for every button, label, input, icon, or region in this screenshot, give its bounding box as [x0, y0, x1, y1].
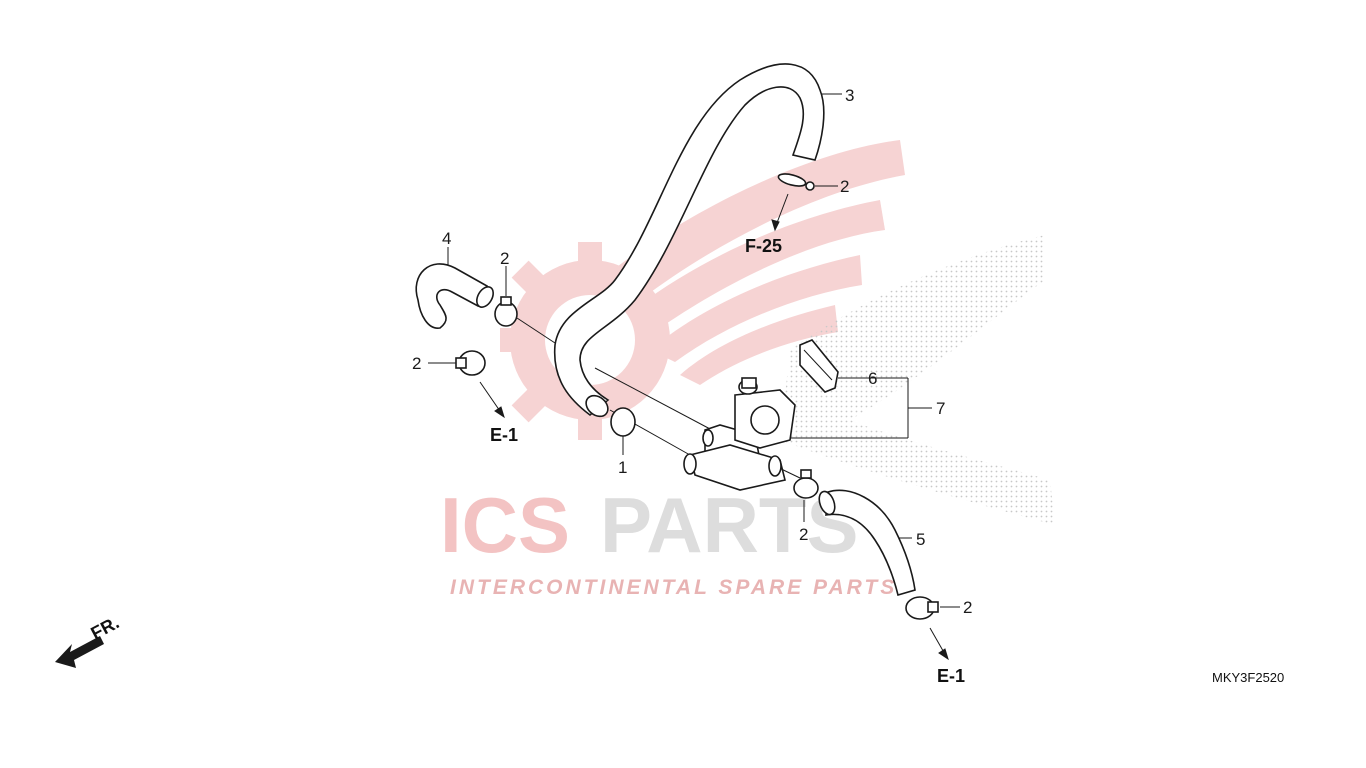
reference-e1-left: E-1 — [490, 425, 518, 445]
part-7-air-injection-valve — [683, 377, 796, 491]
watermark: ICS PARTS INTERCONTINENTAL SPARE PARTS — [440, 140, 1055, 599]
diagram-code: MKY3F2520 — [1212, 670, 1284, 685]
callout-2: 2 — [412, 354, 421, 373]
callout-2: 2 — [840, 177, 849, 196]
clamp-1 — [610, 407, 636, 437]
front-label: FR. — [87, 612, 122, 643]
watermark-brand-part1: ICS — [440, 481, 570, 569]
wing-logo-icon — [600, 140, 905, 385]
reference-arrows — [479, 193, 949, 661]
callout-3: 3 — [845, 86, 854, 105]
callout-4: 4 — [442, 229, 451, 248]
part-3-air-supply-hose — [553, 63, 825, 417]
callout-2: 2 — [799, 525, 808, 544]
callout-7: 7 — [936, 399, 945, 418]
part-5-lower-hose — [825, 489, 916, 597]
clamps — [455, 173, 939, 620]
dotted-wing-shape — [780, 235, 1055, 525]
callout-2: 2 — [500, 249, 509, 268]
reference-f25: F-25 — [745, 236, 782, 256]
watermark-brand-part2: PARTS — [600, 481, 859, 569]
callout-5: 5 — [916, 530, 925, 549]
part-4-elbow-hose — [415, 263, 489, 329]
front-arrow-icon: FR. — [55, 612, 122, 668]
leader-lines — [428, 93, 960, 608]
clamp-2-upper-right — [777, 173, 807, 187]
watermark-tagline: INTERCONTINENTAL SPARE PARTS — [450, 576, 897, 599]
callout-6: 6 — [868, 369, 877, 388]
clamp-2-center — [793, 477, 819, 499]
callout-2: 2 — [963, 598, 972, 617]
reference-e1-bottom: E-1 — [937, 666, 965, 686]
callouts: 3 2 4 2 2 1 6 7 2 5 2 — [412, 86, 972, 617]
callout-1: 1 — [618, 458, 627, 477]
